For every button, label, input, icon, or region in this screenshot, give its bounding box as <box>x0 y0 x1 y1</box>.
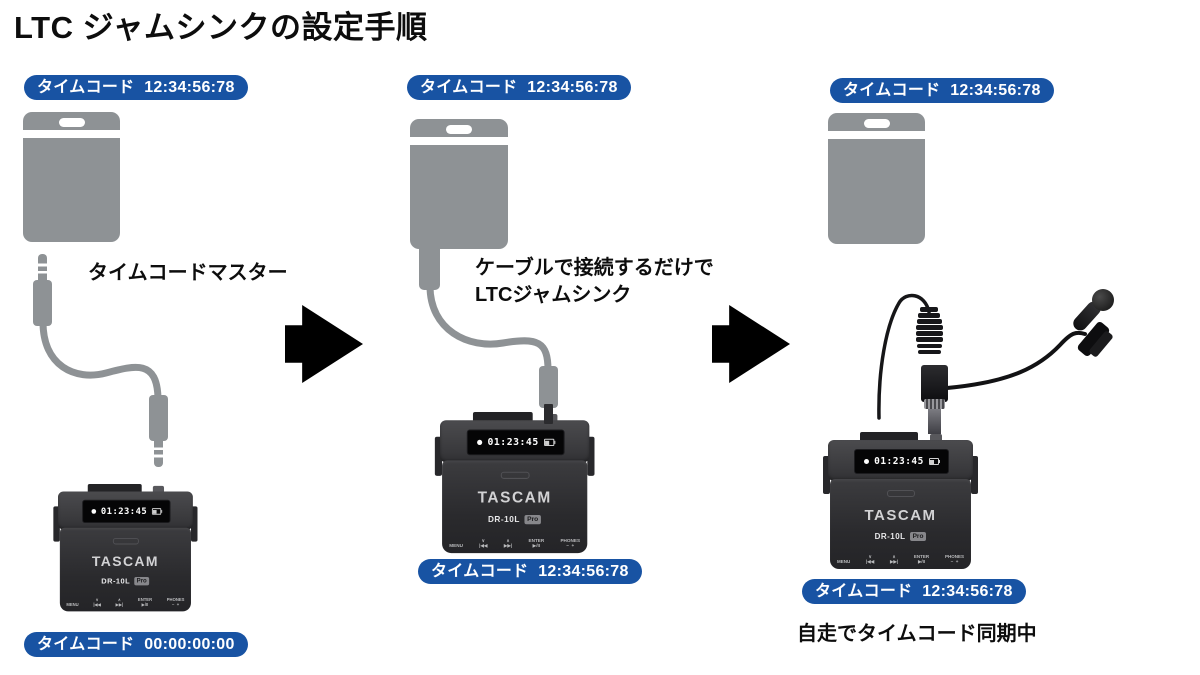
mic-cable-left-loop <box>877 293 931 420</box>
speaker-slot <box>886 490 915 497</box>
brand-logo: TASCAM <box>91 553 159 570</box>
recorder-display-module: 01:23:45 <box>440 420 590 463</box>
mini-jack-plug-tip <box>544 404 553 424</box>
timecode-master-device <box>828 113 925 244</box>
mount-screw <box>929 434 942 442</box>
battery-icon <box>928 458 941 465</box>
timecode-badge-recorder-synced: タイムコード 12:34:56:78 <box>418 559 642 584</box>
connector-jack-tip <box>928 407 941 434</box>
recorder-display-module: 01:23:45 <box>828 440 973 481</box>
device-cable-stub <box>419 246 440 290</box>
up-button-label: ∧▶▶| <box>503 537 513 549</box>
recorder-body: TASCAM DR-10L Pro MENU ∨|◀◀ ∧▶▶| ENTER▶/… <box>59 527 191 612</box>
menu-button-label: MENU <box>837 559 851 565</box>
strap-ear-icon <box>434 436 443 476</box>
down-button-label: ∨|◀◀ <box>479 537 488 549</box>
model-label: DR-10L Pro <box>442 515 587 525</box>
display-timecode: 01:23:45 <box>100 506 148 517</box>
oled-display: 01:23:45 <box>854 449 949 474</box>
mic-cable-right <box>945 330 1087 390</box>
battery-icon <box>151 508 163 515</box>
menu-button-label: MENU <box>449 543 463 549</box>
device-stripe <box>828 131 925 139</box>
record-dot-icon <box>477 439 483 445</box>
pro-badge: Pro <box>133 577 150 586</box>
timecode-badge-master-top: タイムコード 12:34:56:78 <box>407 75 631 100</box>
dr10l-recorder-step1: 01:23:45 TASCAM DR-10L Pro MENU ∨|◀◀ ∧▶▶… <box>53 484 198 614</box>
recorder-display-module: 01:23:45 <box>58 491 193 530</box>
down-button-label: ∨|◀◀ <box>93 597 101 608</box>
patch-cable-step2 <box>426 282 552 374</box>
clip-mount <box>859 432 918 442</box>
patch-cable-step1 <box>39 318 162 402</box>
strap-ear-icon <box>190 506 198 542</box>
oled-display: 01:23:45 <box>466 429 565 456</box>
brand-logo: TASCAM <box>477 489 552 507</box>
clip-mount <box>87 484 142 494</box>
button-labels: MENU ∨|◀◀ ∧▶▶| ENTER▶/II PHONES− + <box>66 597 184 607</box>
enter-button-label: ENTER▶/II <box>913 553 930 565</box>
device-handle-notch <box>863 119 890 128</box>
record-dot-icon <box>864 459 870 464</box>
mini-jack-plug-tip <box>38 254 47 282</box>
pro-badge: Pro <box>524 515 542 525</box>
speaker-slot <box>500 471 530 479</box>
timecode-badge-master-top: タイムコード 12:34:56:78 <box>24 75 248 100</box>
connector-knurl-ring <box>924 399 945 409</box>
display-timecode: 01:23:45 <box>487 436 539 449</box>
down-button-label: ∨|◀◀ <box>866 553 875 565</box>
recorder-body: TASCAM DR-10L Pro MENU ∨|◀◀ ∧▶▶| ENTER▶/… <box>442 460 588 554</box>
recorder-body: TASCAM DR-10L Pro MENU ∨|◀◀ ∧▶▶| ENTER▶/… <box>830 479 971 569</box>
timecode-badge-recorder-freerun: タイムコード 12:34:56:78 <box>802 579 1026 604</box>
model-label: DR-10L Pro <box>60 577 191 586</box>
timecode-badge-master-top: タイムコード 12:34:56:78 <box>830 78 1054 103</box>
phones-button-label: PHONES− + <box>166 597 185 608</box>
cable-strain-relief-coil <box>914 307 944 355</box>
menu-button-label: MENU <box>66 602 79 608</box>
page-title: LTC ジャムシンクの設定手順 <box>14 10 428 45</box>
device-stripe <box>23 130 120 138</box>
strap-ear-icon <box>587 436 595 476</box>
up-button-label: ∧▶▶| <box>889 553 899 565</box>
lavalier-mic-head <box>1092 289 1114 311</box>
caption-timecode-master: タイムコードマスター <box>88 262 288 284</box>
speaker-slot <box>112 537 139 545</box>
dr10l-recorder-step2: 01:23:45 TASCAM DR-10L Pro MENU ∨|◀◀ ∧▶▶… <box>434 412 595 556</box>
enter-button-label: ENTER▶/II <box>528 537 545 549</box>
mini-jack-plug-body <box>33 280 52 326</box>
clip-mount <box>472 412 533 423</box>
strap-ear-icon <box>53 506 60 542</box>
timecode-master-device <box>410 119 508 249</box>
strap-ear-icon <box>971 456 978 494</box>
oled-display: 01:23:45 <box>82 499 171 524</box>
mini-jack-plug-body <box>539 366 558 408</box>
caption-cable-connect: ケーブルで接続するだけで LTCジャムシンク <box>475 257 714 306</box>
mini-jack-plug-body <box>149 395 168 441</box>
dr10l-recorder-step3: 01:23:45 TASCAM DR-10L Pro MENU ∨|◀◀ ∧▶▶… <box>823 432 978 572</box>
model-label: DR-10L Pro <box>830 532 971 541</box>
pro-badge: Pro <box>909 532 927 541</box>
phones-button-label: PHONES− + <box>944 553 964 565</box>
display-timecode: 01:23:45 <box>874 456 924 467</box>
mini-jack-plug-tip <box>154 439 163 467</box>
device-handle-notch <box>446 125 472 134</box>
enter-button-label: ENTER▶/II <box>137 597 153 608</box>
strap-ear-icon <box>823 456 830 494</box>
device-handle-notch <box>58 118 85 127</box>
mount-screw <box>152 485 164 494</box>
locking-connector <box>921 365 948 402</box>
phones-button-label: PHONES− + <box>560 537 581 549</box>
brand-logo: TASCAM <box>864 507 937 524</box>
battery-icon <box>543 438 556 446</box>
button-labels: MENU ∨|◀◀ ∧▶▶| ENTER▶/II PHONES− + <box>449 537 580 549</box>
device-stripe <box>410 137 508 145</box>
timecode-master-device <box>23 112 120 242</box>
timecode-badge-recorder-initial: タイムコード 00:00:00:00 <box>24 632 248 657</box>
caption-freerun-sync: 自走でタイムコード同期中 <box>797 623 1037 645</box>
button-labels: MENU ∨|◀◀ ∧▶▶| ENTER▶/II PHONES− + <box>837 554 964 565</box>
record-dot-icon <box>91 509 97 514</box>
up-button-label: ∧▶▶| <box>115 597 124 608</box>
